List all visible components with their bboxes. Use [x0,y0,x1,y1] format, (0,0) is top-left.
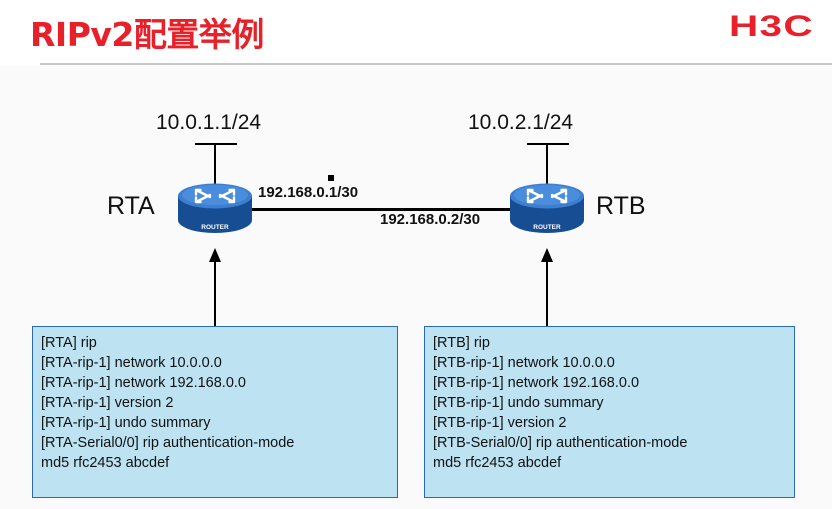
config-line: [RTA] rip [41,335,97,351]
serial-ip-b: 192.168.0.2/30 [380,211,481,228]
serial-link [250,208,512,211]
router-icon-a: ROUTER [178,183,252,233]
config-line: [RTB-rip-1] version 2 [433,415,567,431]
config-line: [RTB-rip-1] network 192.168.0.0 [433,375,640,391]
config-line: md5 rfc2453 abcdef [41,455,170,471]
config-line: [RTA-rip-1] version 2 [41,395,174,411]
config-line: [RTB-rip-1] network 10.0.0.0 [433,355,615,371]
lan-link-b [546,143,548,185]
config-line: [RTA-Serial0/0] rip authentication-mode [41,435,295,451]
config-line: [RTB-Serial0/0] rip authentication-mode [433,435,688,451]
slide-header: RIPv2配置举例 H3C [0,0,832,62]
lan-segment-b [527,143,569,145]
config-line: [RTB] rip [433,335,490,351]
config-line: md5 rfc2453 abcdef [433,455,562,471]
router-name-a: RTA [107,192,155,220]
router-badge-b: ROUTER [533,224,561,231]
router-icon-b: ROUTER [510,183,584,233]
config-line: [RTA-rip-1] network 192.168.0.0 [41,375,246,391]
config-line: [RTB-rip-1] undo summary [433,395,604,411]
arrow-a [209,248,221,328]
arrow-b [541,248,553,328]
network-label-a: 10.0.1.1/24 [156,111,262,134]
router-badge-a: ROUTER [201,224,229,231]
header-divider [40,63,832,65]
config-box-b: [RTB] rip [RTB-rip-1] network 10.0.0.0 [… [424,326,795,498]
network-label-b: 10.0.2.1/24 [468,111,574,134]
serial-ip-a: 192.168.0.1/30 [258,184,359,201]
config-line: [RTA-rip-1] undo summary [41,415,211,431]
config-line: [RTA-rip-1] network 10.0.0.0 [41,355,222,371]
slide-title: RIPv2配置举例 [30,15,264,54]
link-marker [328,175,334,181]
h3c-logo: H3C [728,10,814,43]
lan-link-a [214,143,216,185]
lan-segment-a [195,143,237,145]
router-name-b: RTB [596,192,646,220]
config-box-a: [RTA] rip [RTA-rip-1] network 10.0.0.0 [… [32,326,398,498]
